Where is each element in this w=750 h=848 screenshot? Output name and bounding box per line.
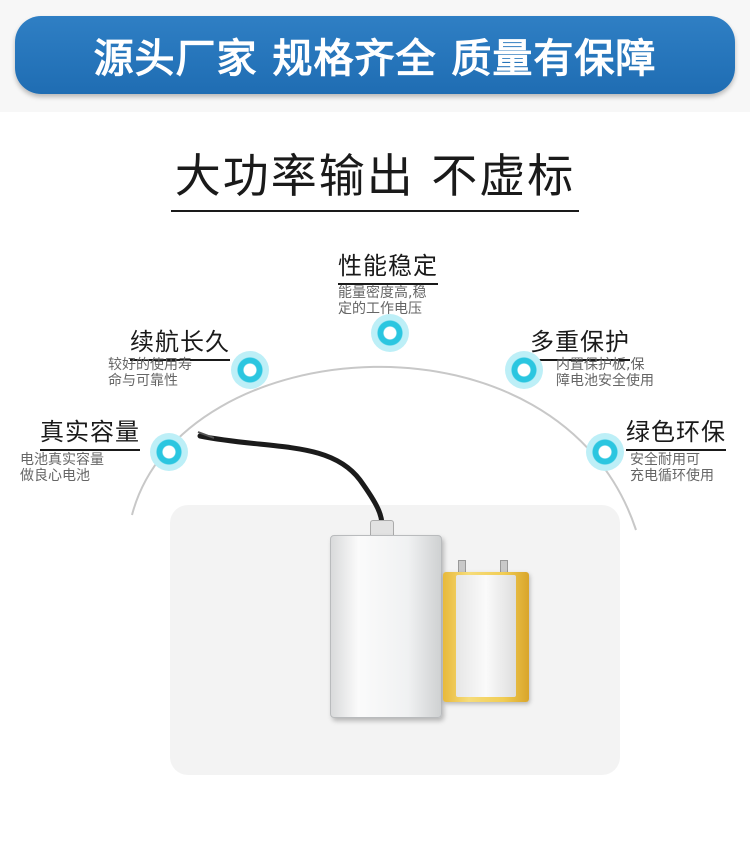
- banner-area: 源头厂家 规格齐全 质量有保障: [0, 0, 750, 112]
- protection-dot-icon: [505, 351, 543, 389]
- headline-text: 大功率输出 不虚标: [170, 140, 580, 212]
- feature-title-capacity: 真实容量: [40, 412, 140, 451]
- feature-desc-capacity: 电池真实容量 做良心电池: [20, 452, 104, 484]
- battery-pack-image: [330, 535, 442, 718]
- banner-text: 源头厂家 规格齐全 质量有保障: [93, 36, 657, 82]
- feature-title-endurance: 续航长久: [130, 322, 230, 361]
- feature-title-eco: 绿色环保: [626, 412, 726, 451]
- feature-desc-protection: 内置保护板,保 障电池安全使用: [556, 357, 654, 389]
- lipo-cell-label-image: [456, 575, 516, 697]
- top-banner: 源头厂家 规格齐全 质量有保障: [15, 16, 735, 94]
- feature-desc-eco: 安全耐用可 充电循环使用: [630, 452, 714, 484]
- feature-desc-endurance: 较好的使用寿 命与可靠性: [108, 357, 192, 389]
- stability-dot-icon: [371, 314, 409, 352]
- feature-title-stability: 性能稳定: [338, 246, 438, 285]
- endurance-dot-icon: [231, 351, 269, 389]
- feature-desc-stability: 能量密度高,稳 定的工作电压: [338, 285, 427, 317]
- feature-title-protection: 多重保护: [530, 322, 630, 361]
- headline: 大功率输出 不虚标: [0, 140, 750, 212]
- capacity-dot-icon: [150, 433, 188, 471]
- eco-dot-icon: [586, 433, 624, 471]
